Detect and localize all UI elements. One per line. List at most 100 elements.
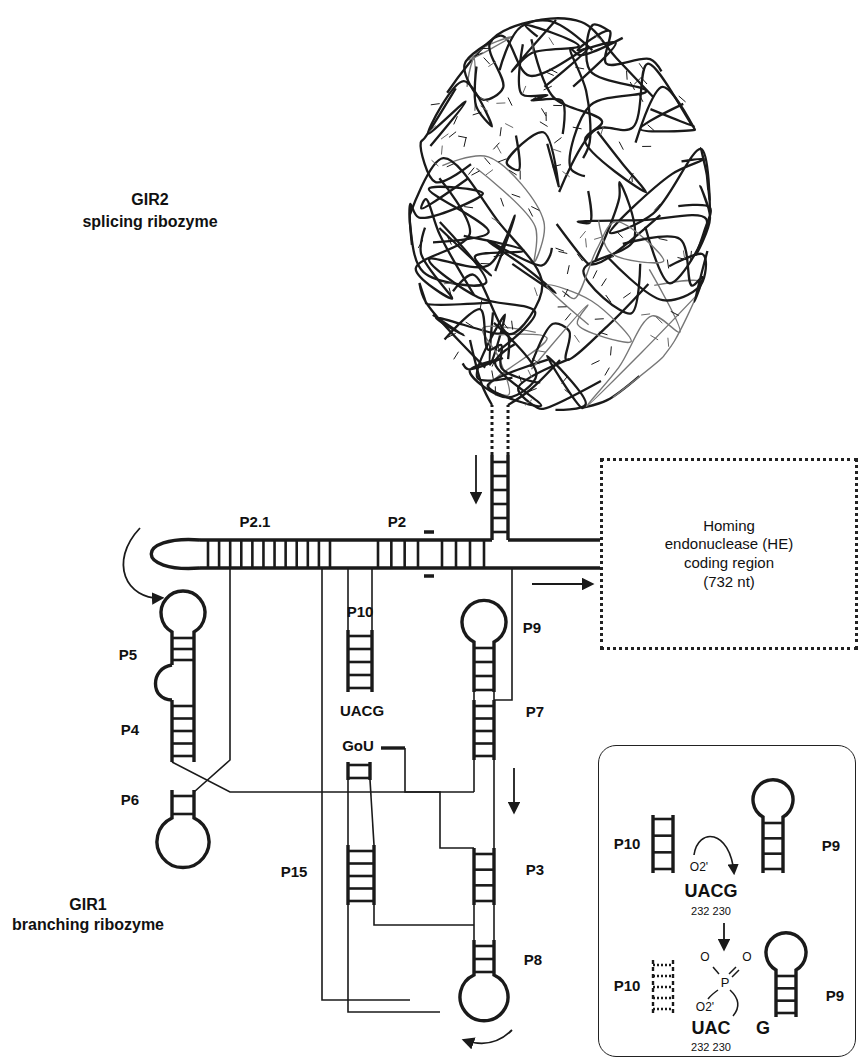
base-stick xyxy=(537,351,546,353)
base-stick xyxy=(480,48,489,49)
helix-label: P6 xyxy=(121,792,139,809)
base-stick xyxy=(683,251,684,260)
base-pair xyxy=(492,461,508,464)
base-pair xyxy=(474,689,494,692)
base-stick xyxy=(441,134,448,139)
base-stick xyxy=(471,171,479,175)
base-pair xyxy=(492,503,508,506)
base-stick xyxy=(626,71,628,80)
base-stick xyxy=(605,256,614,259)
backbone-ribbon xyxy=(421,88,471,182)
base-stick xyxy=(562,377,568,384)
base-pair xyxy=(390,540,393,568)
mechanism-label: UACG xyxy=(685,882,738,902)
backbone-line xyxy=(194,568,230,792)
backbone-line xyxy=(172,762,474,848)
base-pair xyxy=(348,875,374,878)
base-pair xyxy=(172,637,194,640)
region-text: Homing endonuclease (HE) coding region xyxy=(662,517,796,573)
base-pair xyxy=(229,540,232,568)
backbone-ribbon xyxy=(678,186,711,255)
mechanism-label: P9 xyxy=(822,838,840,855)
base-stick xyxy=(512,194,521,197)
backbone-ribbon xyxy=(419,283,490,368)
base-stick xyxy=(546,112,547,121)
backbone-line xyxy=(493,760,495,848)
backbone-line xyxy=(494,568,512,700)
base-stick xyxy=(593,270,597,278)
base-stick xyxy=(656,317,662,323)
rna-strand xyxy=(161,591,205,665)
base-stick xyxy=(447,237,451,245)
helix-label: P5 xyxy=(119,647,137,664)
base-stick xyxy=(605,368,610,376)
helix-label: P8 xyxy=(524,952,542,969)
base-pair xyxy=(348,862,374,865)
base-pair xyxy=(474,945,494,948)
base-stick xyxy=(601,127,604,135)
rna-strand xyxy=(460,940,508,1021)
base-pair xyxy=(469,540,472,568)
base-stick xyxy=(639,94,643,102)
base-stick xyxy=(553,105,562,106)
base-stick xyxy=(460,210,468,214)
base-pair xyxy=(295,540,298,568)
base-stick xyxy=(429,126,436,132)
base-pair xyxy=(348,900,374,903)
base-pair xyxy=(307,540,310,568)
backbone-ribbon xyxy=(508,360,560,405)
base-stick xyxy=(496,221,503,227)
base-pair xyxy=(492,517,508,520)
base-stick xyxy=(573,127,582,129)
base-pair xyxy=(474,675,494,678)
base-stick xyxy=(484,58,490,65)
base-pair xyxy=(262,540,265,568)
base-pair xyxy=(474,868,494,871)
base-stick xyxy=(667,338,669,347)
base-stick xyxy=(577,254,582,261)
base-stick xyxy=(495,386,496,395)
base-stick xyxy=(565,313,571,320)
rna-strand xyxy=(200,538,492,541)
mechanism-label: 232 230 xyxy=(691,1041,731,1053)
base-pair xyxy=(172,742,194,745)
base-pair xyxy=(653,975,673,978)
base-stick xyxy=(473,112,482,115)
base-stick xyxy=(531,95,538,101)
mechanism-label: O2' xyxy=(690,861,708,874)
rna-strand xyxy=(156,665,173,700)
base-stick xyxy=(492,358,496,366)
base-stick xyxy=(498,345,501,353)
base-stick xyxy=(552,165,561,167)
folding-arrow xyxy=(123,528,162,598)
base-stick xyxy=(498,159,506,162)
base-pair xyxy=(474,730,494,733)
base-stick xyxy=(529,209,533,217)
base-stick xyxy=(480,300,482,309)
base-pair xyxy=(653,868,673,871)
base-pair xyxy=(474,717,494,720)
base-stick xyxy=(585,238,587,247)
mechanism-label: O xyxy=(742,951,751,964)
base-stick xyxy=(432,160,439,166)
direction-arrow xyxy=(475,455,477,502)
backbone-line xyxy=(370,780,374,845)
phosphate-bond xyxy=(729,967,739,977)
backbone-line xyxy=(322,568,410,1000)
base-pair xyxy=(653,834,673,837)
rna-strand xyxy=(766,933,806,1017)
base-stick xyxy=(508,98,512,106)
base-pair xyxy=(483,540,486,568)
base-stick xyxy=(496,102,505,103)
backbone-line xyxy=(473,905,475,940)
base-stick xyxy=(574,335,579,342)
base-stick xyxy=(534,287,537,296)
base-stick xyxy=(449,132,456,138)
base-stick xyxy=(631,173,633,182)
base-stick xyxy=(509,170,517,175)
helix-label: P15 xyxy=(281,864,308,881)
base-pair xyxy=(273,540,276,568)
base-pair xyxy=(172,755,194,758)
base-pair xyxy=(348,887,374,890)
base-pair xyxy=(318,540,321,568)
